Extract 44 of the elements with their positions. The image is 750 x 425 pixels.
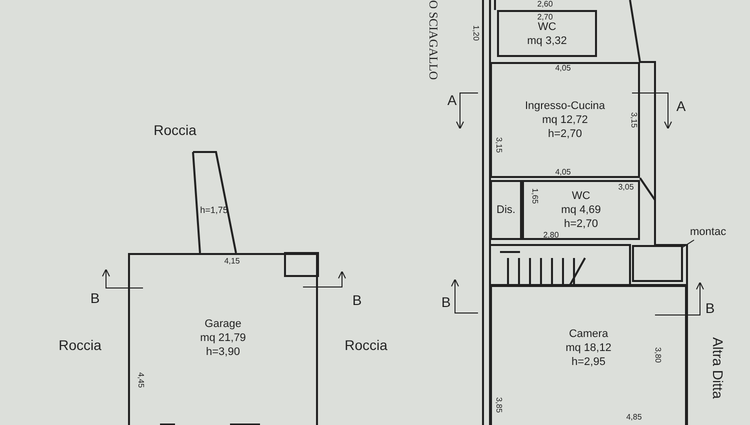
section-letter: B xyxy=(352,292,362,308)
dimension-label: 4,05 xyxy=(555,168,571,176)
dimension-label: 3,80 xyxy=(654,347,662,363)
section-letter: A xyxy=(676,98,686,114)
room-area: mq 18,12 xyxy=(566,341,612,355)
section-letter: B xyxy=(705,300,715,316)
area-label: Roccia xyxy=(58,337,102,353)
dimension-label: 4,15 xyxy=(224,256,240,266)
dimension-label: 3,85 xyxy=(494,397,504,413)
room-name: Ingresso-Cucina xyxy=(524,99,606,113)
ceiling-height: h=2,95 xyxy=(572,355,606,369)
neighbour-label: Altra Ditta xyxy=(710,337,726,399)
lift-shaft xyxy=(632,245,683,282)
ceiling-height: h=2,70 xyxy=(548,127,582,141)
room-area: mq 3,32 xyxy=(527,34,567,48)
ceiling-height: h=3,90 xyxy=(206,345,240,359)
dimension-label: 4,85 xyxy=(626,412,642,422)
area-label: Roccia xyxy=(344,337,388,353)
room-name: Dis. xyxy=(496,203,516,217)
area-label: Roccia xyxy=(154,122,196,138)
room-name: WC xyxy=(538,20,556,34)
section-letter: A xyxy=(447,92,457,108)
street-name: O SCIAGALLO xyxy=(426,0,440,80)
room-area: mq 4,69 xyxy=(561,203,601,217)
dimension-label: 1,65 xyxy=(530,188,540,204)
dimension-label: 3,15 xyxy=(630,112,638,128)
callout-text: montac xyxy=(690,226,726,238)
room-name: Camera xyxy=(568,327,608,341)
section-letter: B xyxy=(90,290,100,306)
dimension-label: 4,45 xyxy=(136,372,146,388)
leader-line xyxy=(682,240,695,248)
dimension-label: 4,05 xyxy=(555,64,571,72)
dimension-label: 1,20 xyxy=(472,25,480,41)
room-name: WC xyxy=(572,189,590,203)
dimension-label: 2,80 xyxy=(543,230,559,240)
room-name: Garage xyxy=(204,317,242,331)
section-letter: B xyxy=(441,294,451,310)
dimension-label: 2,70 xyxy=(537,12,553,22)
dimension-label: 3,05 xyxy=(618,182,634,192)
ceiling-height: h=2,70 xyxy=(564,217,598,231)
room-area: mq 12,72 xyxy=(542,113,588,127)
dimension-label: 3,15 xyxy=(494,137,504,153)
room-area: mq 21,79 xyxy=(200,331,246,345)
ceiling-height: h=1,75 xyxy=(200,205,228,215)
